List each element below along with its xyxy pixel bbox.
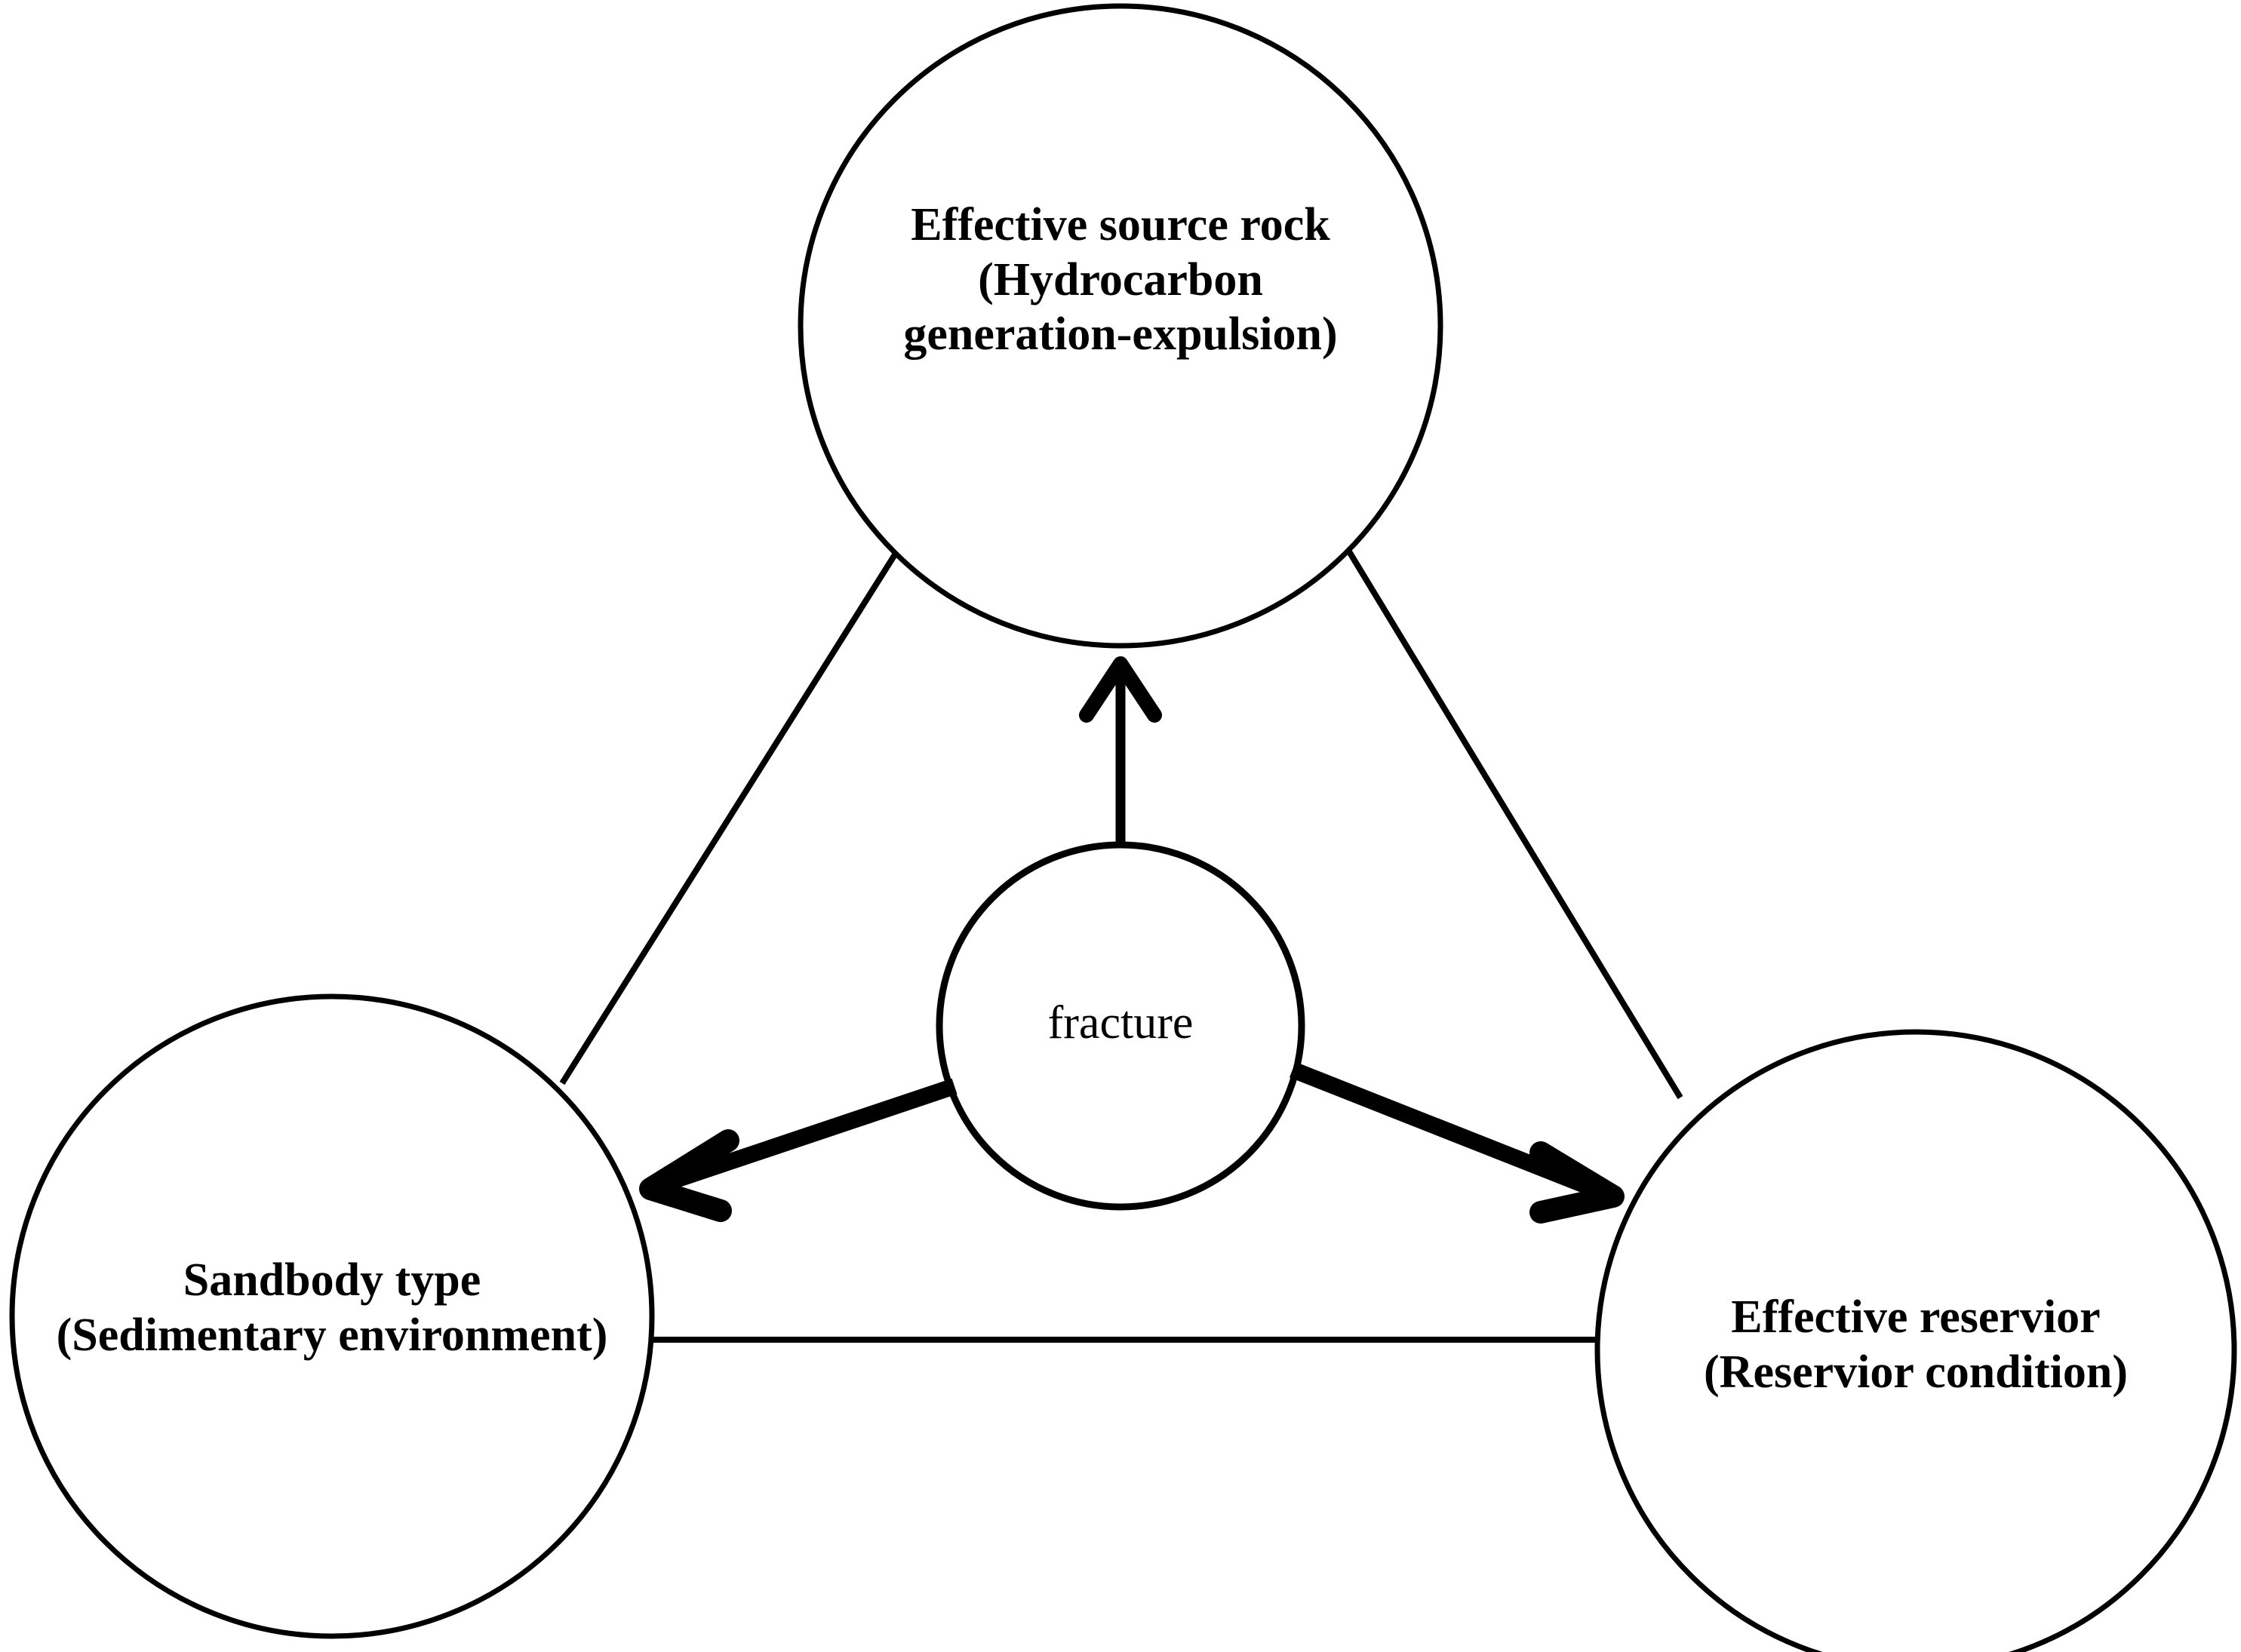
arrow-fracture-to-reservoir bbox=[1289, 1061, 1625, 1224]
node-circle-fracture[interactable] bbox=[936, 841, 1305, 1211]
node-circle-source-rock[interactable] bbox=[798, 3, 1443, 649]
edge-sandbody-to-source-rock bbox=[559, 530, 912, 1085]
edge-source-rock-to-reservoir bbox=[1340, 539, 1683, 1100]
arrow-fracture-to-sandbody bbox=[639, 1078, 958, 1222]
node-circle-sandbody[interactable] bbox=[9, 993, 655, 1639]
node-circle-reservoir[interactable] bbox=[1594, 1029, 2237, 1652]
arrow-fracture-to-source-rock bbox=[1079, 656, 1162, 845]
